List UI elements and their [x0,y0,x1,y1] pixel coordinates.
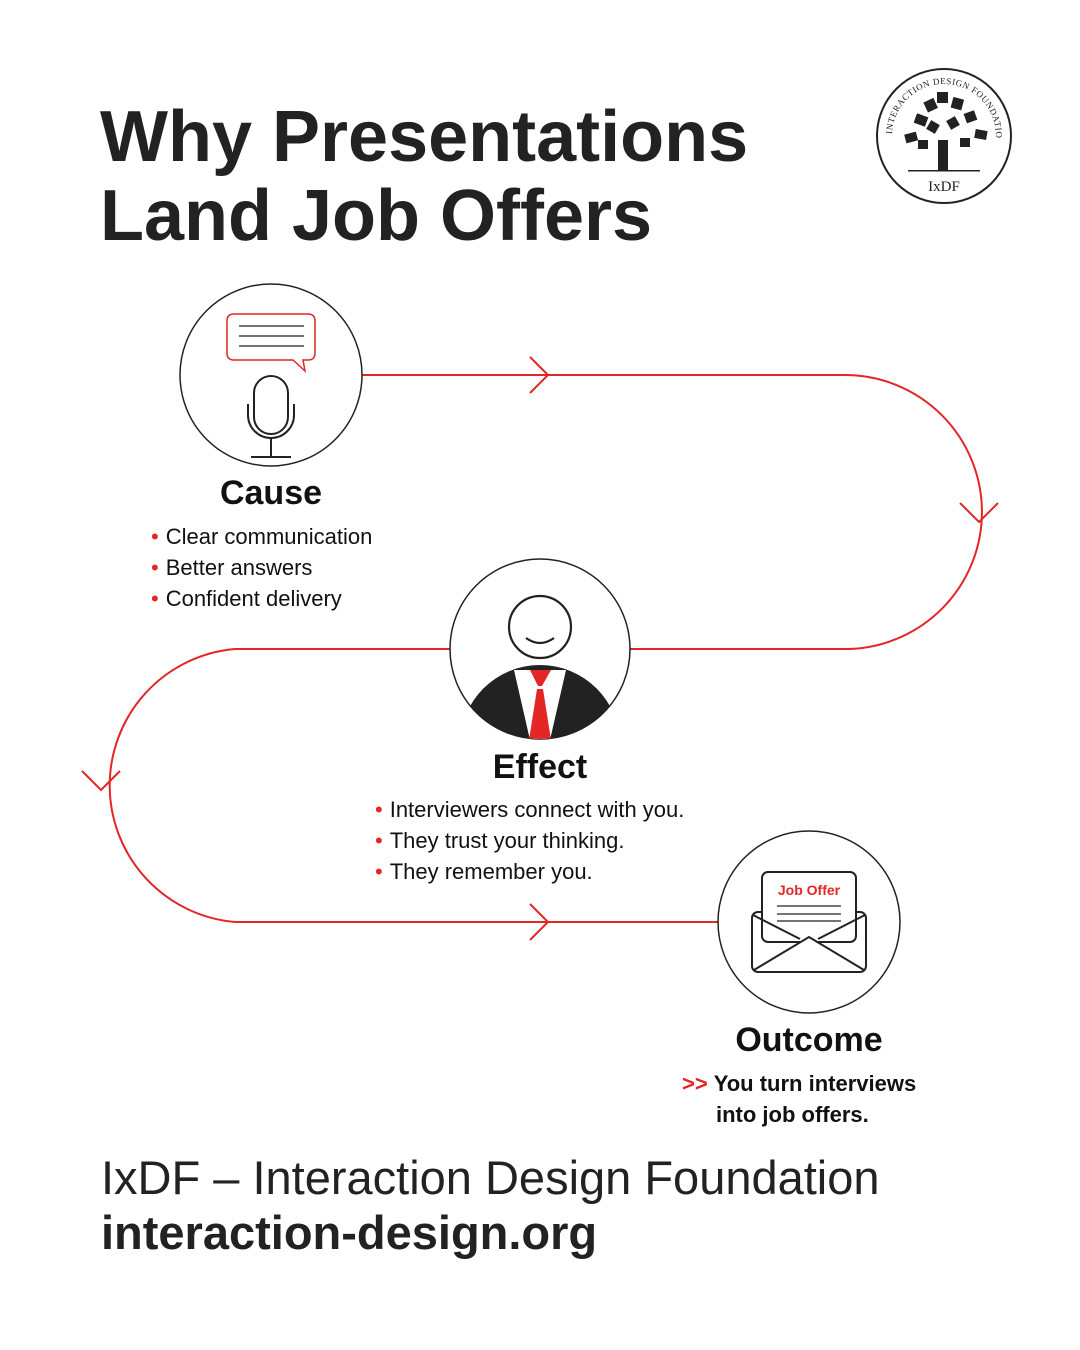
smiling-person-with-tie-icon [460,594,620,739]
footer-url[interactable]: interaction-design.org [101,1206,598,1259]
cause-circle [179,283,363,467]
effect-heading: Effect [492,748,588,786]
title-line-2: Land Job Offers [100,176,653,256]
svg-text:INTERACTION DESIGN FOUNDATION: INTERACTION DESIGN FOUNDATION [0,0,1004,139]
tree-of-books-icon [904,92,988,172]
outcome-line-2: into job offers. [716,1102,869,1127]
arrow-down-icon [959,502,999,524]
arrow-right-icon [529,356,550,394]
outcome-line-1: You turn interviews [713,1071,917,1096]
page-title: Why Presentations Land Job Offers [100,98,748,256]
envelope-letter-icon: Job Offer [751,871,867,973]
outcome-circle: Job Offer [717,830,901,1014]
list-item: They trust your thinking. [375,825,684,856]
cause-list: Clear communication Better answers Confi… [151,521,373,614]
arrow-right-icon [529,903,550,941]
effect-circle [449,558,631,740]
cause-heading: Cause [219,474,323,512]
footer: IxDF – Interaction Design Foundation int… [101,1150,880,1260]
microphone-speech-bubble-icon [226,313,316,458]
double-arrow-icon: >> [682,1071,708,1096]
title-line-1: Why Presentations [100,97,749,177]
list-item: Confident delivery [151,583,372,614]
list-item: Better answers [151,552,372,583]
list-item: Clear communication [151,521,373,552]
effect-list: Interviewers connect with you. They trus… [375,794,685,887]
ixdf-logo: INTERACTION DESIGN FOUNDATION IxDF [0,0,1012,204]
arrow-down-icon [81,770,121,792]
svg-text:IxDF: IxDF [928,179,960,195]
list-item: Interviewers connect with you. [375,794,685,825]
outcome-heading: Outcome [735,1021,883,1059]
list-item: They remember you. [375,856,684,887]
flow-path [81,356,999,941]
outcome-text: >>You turn interviews into job offers. [682,1068,916,1130]
footer-org: IxDF – Interaction Design Foundation [101,1151,880,1204]
svg-text:Job Offer: Job Offer [778,882,841,898]
